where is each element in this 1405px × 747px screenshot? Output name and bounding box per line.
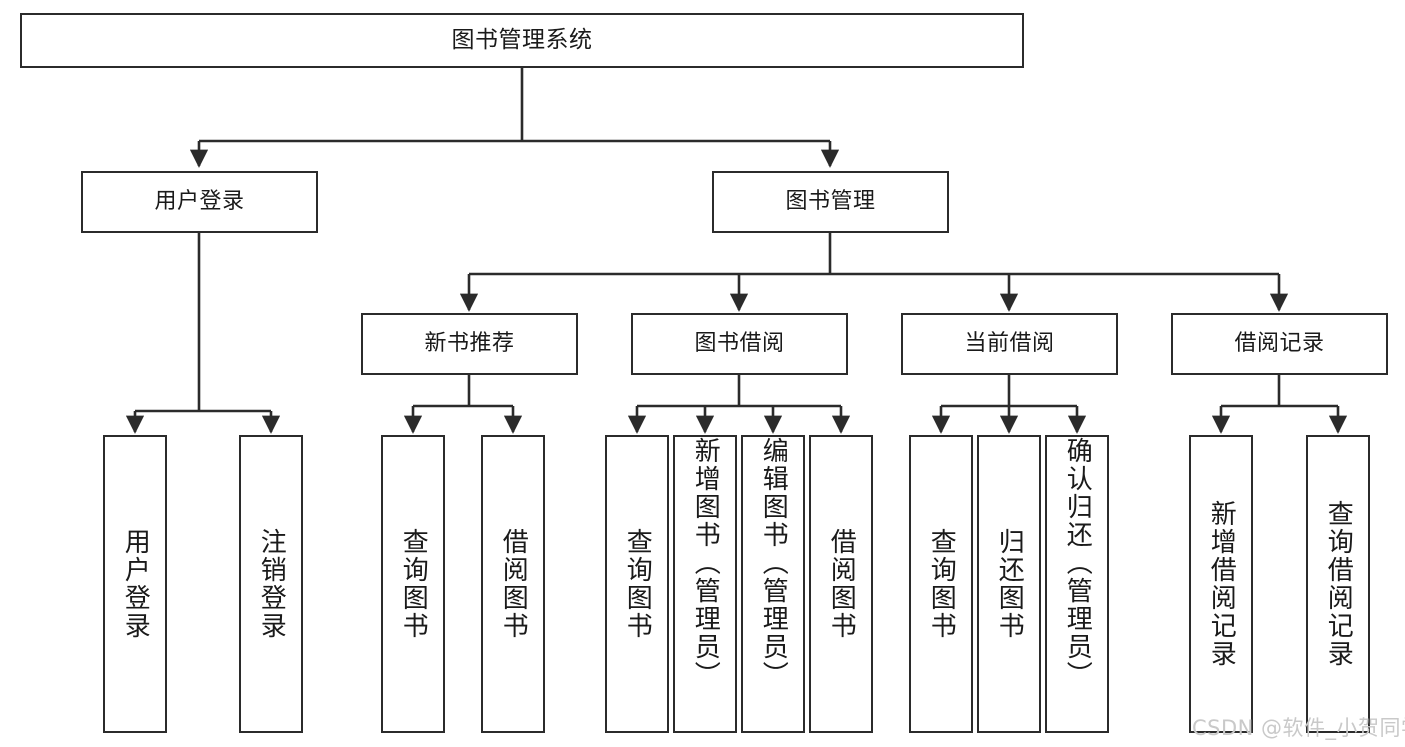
node-root[interactable]: 图书管理系统 <box>20 13 1024 68</box>
node-leaf-borrow-book-2[interactable]: 借阅图书 <box>809 435 873 733</box>
node-new-book-recommend[interactable]: 新书推荐 <box>361 313 578 375</box>
node-leaf-user-login[interactable]: 用户登录 <box>103 435 167 733</box>
node-root-label: 图书管理系统 <box>451 27 593 54</box>
node-book-management-label: 图书管理 <box>785 189 876 215</box>
node-borrow-record-label: 借阅记录 <box>1234 331 1325 357</box>
node-leaf-borrow-book-1[interactable]: 借阅图书 <box>481 435 545 733</box>
node-borrow-record[interactable]: 借阅记录 <box>1171 313 1388 375</box>
node-new-book-recommend-label: 新书推荐 <box>424 331 515 357</box>
node-leaf-add-book-admin-label: 新增图书（管理员） <box>690 437 721 689</box>
node-leaf-query-borrow-record-label: 查询借阅记录 <box>1323 500 1354 668</box>
node-leaf-query-book-2[interactable]: 查询图书 <box>605 435 669 733</box>
node-leaf-confirm-return-admin[interactable]: 确认归还（管理员） <box>1045 435 1109 733</box>
node-leaf-logout[interactable]: 注销登录 <box>239 435 303 733</box>
node-leaf-user-login-label: 用户登录 <box>120 528 151 640</box>
node-leaf-query-book-1[interactable]: 查询图书 <box>381 435 445 733</box>
node-leaf-borrow-book-2-label: 借阅图书 <box>826 528 857 640</box>
node-leaf-return-book[interactable]: 归还图书 <box>977 435 1041 733</box>
csdn-watermark: CSDN @软件_小贺同学 <box>1192 716 1405 740</box>
node-leaf-add-borrow-record[interactable]: 新增借阅记录 <box>1189 435 1253 733</box>
node-leaf-query-borrow-record[interactable]: 查询借阅记录 <box>1306 435 1370 733</box>
node-book-borrow-label: 图书借阅 <box>694 331 785 357</box>
node-leaf-add-book-admin[interactable]: 新增图书（管理员） <box>673 435 737 733</box>
node-book-management[interactable]: 图书管理 <box>712 171 949 233</box>
node-leaf-confirm-return-admin-label: 确认归还（管理员） <box>1062 437 1093 689</box>
node-book-borrow[interactable]: 图书借阅 <box>631 313 848 375</box>
node-user-login-label: 用户登录 <box>154 189 245 215</box>
node-leaf-add-borrow-record-label: 新增借阅记录 <box>1206 500 1237 668</box>
node-leaf-return-book-label: 归还图书 <box>994 528 1025 640</box>
node-leaf-query-book-2-label: 查询图书 <box>622 528 653 640</box>
node-user-login[interactable]: 用户登录 <box>81 171 318 233</box>
node-current-borrow-label: 当前借阅 <box>964 331 1055 357</box>
node-leaf-query-book-1-label: 查询图书 <box>398 528 429 640</box>
node-current-borrow[interactable]: 当前借阅 <box>901 313 1118 375</box>
node-leaf-edit-book-admin[interactable]: 编辑图书（管理员） <box>741 435 805 733</box>
node-leaf-query-book-3-label: 查询图书 <box>926 528 957 640</box>
node-leaf-borrow-book-1-label: 借阅图书 <box>498 528 529 640</box>
node-leaf-query-book-3[interactable]: 查询图书 <box>909 435 973 733</box>
node-leaf-edit-book-admin-label: 编辑图书（管理员） <box>758 437 789 689</box>
node-leaf-logout-label: 注销登录 <box>256 528 287 640</box>
